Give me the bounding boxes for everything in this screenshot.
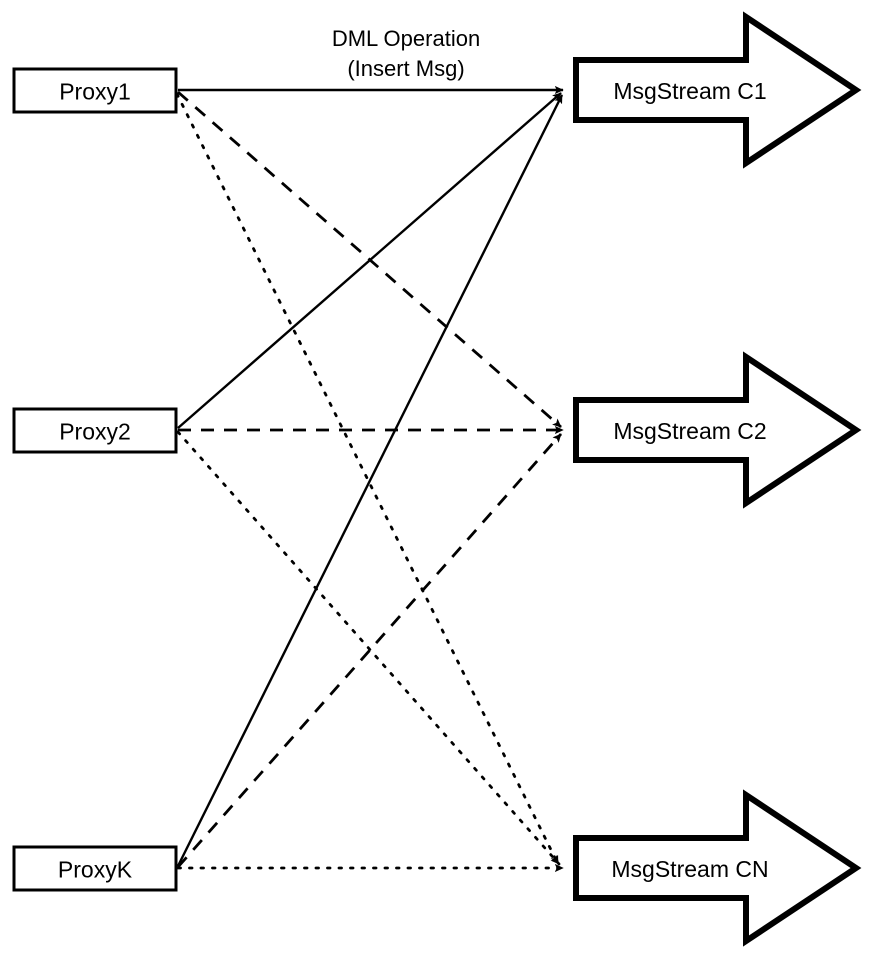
edge-proxy2-to-stream-cn[interactable] [176,430,561,866]
stream-cn-shape[interactable] [573,789,862,947]
node-proxyk[interactable]: ProxyK [12,845,178,892]
edge-label-line1: DML Operation [332,26,480,51]
node-stream-c2[interactable]: MsgStream C2 [573,351,862,509]
node-proxy1[interactable]: Proxy1 [12,67,178,114]
proxy2-label: Proxy2 [59,419,131,445]
proxy2-box[interactable] [12,407,178,454]
stream-c1-shape[interactable] [573,11,862,169]
stream-c2-shape[interactable] [573,351,862,509]
stream-cn-label: MsgStream CN [611,856,768,882]
edge-group-proxy2 [176,92,564,866]
node-stream-c1[interactable]: MsgStream C1 [573,11,862,169]
proxyk-box[interactable] [12,845,178,892]
node-stream-cn[interactable]: MsgStream CN [573,789,862,947]
stream-c2-label: MsgStream C2 [613,418,766,444]
edge-label-dml-operation: DML Operation (Insert Msg) [332,26,480,81]
node-proxy2[interactable]: Proxy2 [12,407,178,454]
edge-proxyk-to-stream-c2[interactable] [176,433,563,868]
edge-proxyk-to-stream-c1[interactable] [176,94,564,867]
edge-proxy1-to-stream-cn[interactable] [175,92,560,866]
stream-c1-label: MsgStream C1 [613,78,766,104]
edge-group-proxy1 [175,85,564,866]
proxy1-box[interactable] [12,67,178,114]
proxy1-label: Proxy1 [59,79,131,105]
edge-proxy2-to-stream-c1[interactable] [177,92,562,429]
edge-group-proxyk [176,94,565,873]
proxyk-label: ProxyK [58,857,133,883]
edge-label-line2: (Insert Msg) [347,56,464,81]
